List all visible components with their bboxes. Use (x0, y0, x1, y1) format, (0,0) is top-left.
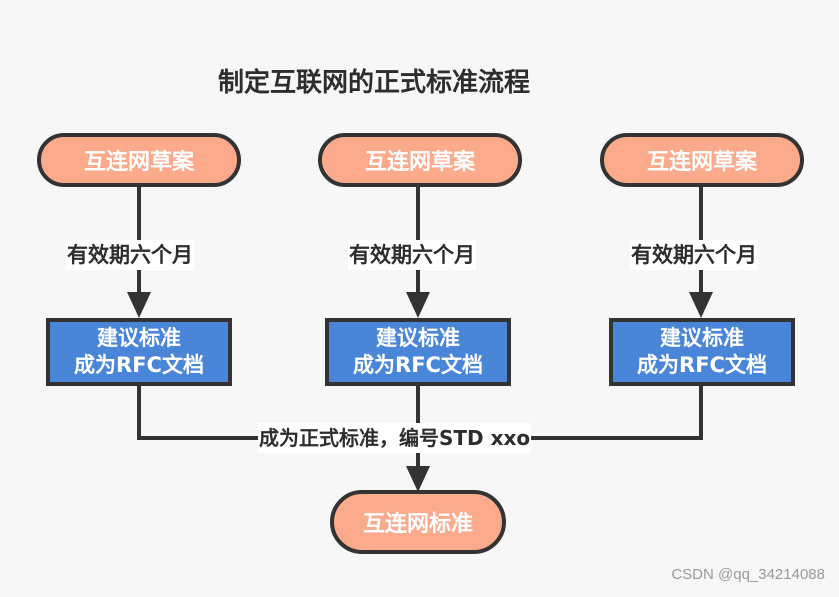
proposal-line2: 成为RFC文档 (74, 353, 204, 377)
edge-label-3: 有效期六个月 (630, 240, 758, 270)
edge-label-2: 有效期六个月 (348, 240, 476, 270)
proposal-line2: 成为RFC文档 (637, 353, 767, 377)
diagram-title: 制定互联网的正式标准流程 (218, 68, 531, 98)
arrowhead-col3 (689, 292, 713, 318)
proposal-line1: 建议标准 (660, 326, 744, 350)
arrowhead-col1 (127, 292, 151, 318)
arrowhead-final (406, 466, 430, 492)
proposal-node-2: 建议标准 成为RFC文档 (325, 318, 511, 386)
edge-label-1: 有效期六个月 (66, 240, 194, 270)
proposal-line1: 建议标准 (97, 326, 181, 350)
proposal-line2: 成为RFC文档 (353, 353, 483, 377)
proposal-node-1: 建议标准 成为RFC文档 (46, 318, 232, 386)
draft-node-2: 互连网草案 (318, 133, 522, 187)
draft-node-1: 互连网草案 (37, 133, 241, 187)
draft-node-3: 互连网草案 (600, 133, 804, 187)
proposal-node-3: 建议标准 成为RFC文档 (609, 318, 795, 386)
arrowhead-col2 (406, 292, 430, 318)
merge-label: 成为正式标准，编号STD xxo (258, 423, 532, 453)
watermark: CSDN @qq_34214088 (671, 566, 825, 583)
proposal-line1: 建议标准 (376, 326, 460, 350)
final-node: 互连网标准 (330, 490, 506, 554)
